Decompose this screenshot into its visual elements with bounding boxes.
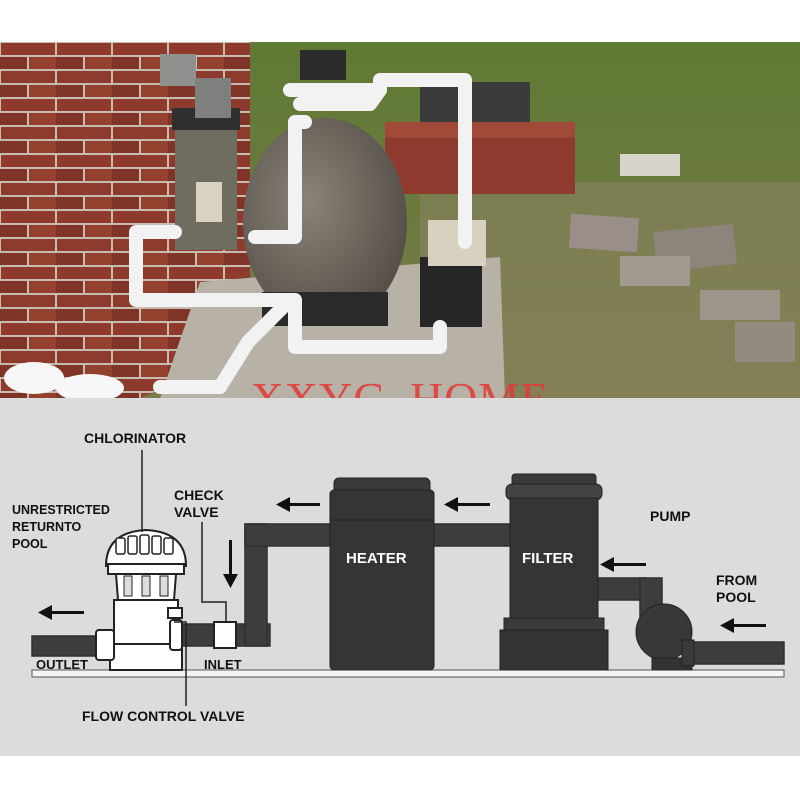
label-inlet: INLET [204,657,242,672]
arrow-pump [600,557,646,572]
filter-to-heater-pipe [429,523,513,547]
label-chlorinator: CHLORINATOR [84,430,187,446]
label-flow-control-valve: FLOW CONTROL VALVE [82,708,245,724]
plumbing-diagram [31,450,785,706]
heater-outlet-pipe [244,523,336,547]
label-pump: PUMP [650,508,691,524]
label-heater: HEATER [346,550,407,567]
pool-intake-pipe [689,641,785,665]
arrow-filter-top [444,497,490,512]
label-check-valve-line-2: VALVE [174,504,219,520]
pump-to-filter-pipe [595,577,647,601]
label-unrestricted-line-1: UNRESTRICTED [12,503,110,517]
filter-unit [499,473,609,671]
check-valve [213,621,237,649]
plumbing-diagram-panel: CHLORINATOR UNRESTRICTED RETURNTO POOL C… [0,398,800,756]
arrow-heater-top [276,497,320,512]
chlorinator-unit [95,528,188,671]
base-platform [31,669,785,678]
arrow-outlet [38,605,84,620]
label-filter: FILTER [522,550,574,567]
label-check-valve-line-1: CHECK [174,487,224,503]
heater-unit [329,477,435,671]
label-unrestricted-line-3: POOL [12,537,48,551]
label-from-pool: FROM POOL [716,572,757,606]
equipment-photo [0,42,800,398]
label-from-pool-line-2: POOL [716,589,756,605]
label-check-valve: CHECK VALVE [174,487,224,521]
pump-unit [635,603,695,671]
equipment-photo-illustration [0,42,800,398]
label-outlet: OUTLET [36,657,88,672]
flow-arrows [38,497,766,633]
label-unrestricted-return: UNRESTRICTED RETURNTO POOL [12,502,110,553]
arrow-check-valve [223,540,238,588]
leader-lines [141,450,227,706]
label-from-pool-line-1: FROM [716,572,758,588]
label-unrestricted-line-2: RETURNTO [12,520,82,534]
arrow-from-pool [720,618,766,633]
